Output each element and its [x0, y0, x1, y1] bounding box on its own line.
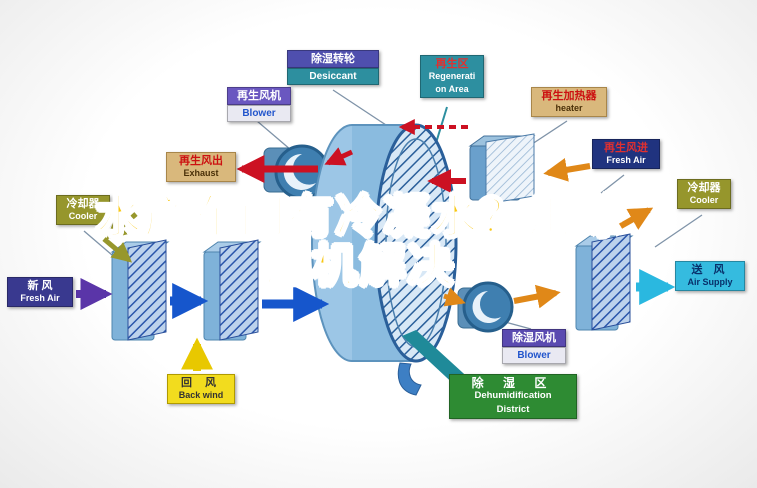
label-fresh-air-left-zh: 新 风	[27, 280, 53, 292]
wheel-to-regen-fan-arrow	[324, 147, 354, 166]
label-air-supply-en: Air Supply	[687, 277, 733, 287]
heat-exchanger-box-left-1	[110, 239, 170, 341]
heat-exchanger-box-left-2	[202, 239, 262, 341]
label-desiccant-wheel-zh: 除湿转轮	[287, 50, 379, 68]
wheel-to-dehumid-fan-arrow	[443, 287, 466, 307]
wheel-bottom-duct	[397, 362, 422, 396]
label-regeneration-area-zh: 再生区	[435, 58, 469, 70]
label-connector-lines	[83, 89, 703, 330]
label-cooler-left-en: Cooler	[68, 211, 98, 221]
label-regen-air-out: 再生风出 Exhaust	[166, 152, 236, 182]
label-desiccant-wheel-en: Desiccant	[287, 68, 379, 85]
label-regen-air-in-en: Fresh Air	[606, 155, 646, 165]
label-dehumid-district-en2: District	[496, 404, 530, 415]
label-regeneration-area-en1: Regenerati	[428, 71, 476, 81]
dehumid-blower-fan	[457, 281, 514, 333]
label-cooler-left-zh: 冷却器	[66, 198, 100, 210]
label-regen-air-in: 再生风进 Fresh Air	[592, 139, 660, 169]
cooler-left-in-arrow	[105, 212, 138, 240]
label-cooler-left: 冷却器 Cooler	[56, 195, 110, 225]
label-cooler-right-en: Cooler	[689, 195, 719, 205]
headline-overlay: 水产车间有冷凝水？用除 湿机解决	[38, 191, 682, 291]
label-regen-air-in-zh: 再生风进	[604, 142, 648, 154]
heat-exchanger-box-right	[574, 233, 634, 331]
label-return-air-zh: 回 风	[180, 377, 222, 389]
label-cooler-right-zh: 冷却器	[687, 182, 721, 194]
label-regen-air-out-zh: 再生风出	[179, 155, 223, 167]
regen-air-in-arrow	[543, 158, 591, 182]
label-dehumid-blower: 除湿风机 Blower	[502, 329, 566, 364]
label-regen-heater: 再生加热器 heater	[531, 87, 607, 117]
label-regeneration-area: 再生区 Regenerati on Area	[420, 55, 484, 98]
headline-line-2: 湿机解决	[263, 240, 456, 291]
regen-heater-box	[468, 133, 536, 205]
label-fresh-air-left-en: Fresh Air	[20, 293, 60, 303]
label-regen-blower-en: Blower	[227, 105, 291, 122]
label-regen-heater-en: heater	[555, 103, 583, 113]
label-air-supply-zh: 送 风	[691, 264, 729, 276]
label-regen-blower: 再生风机 Blower	[227, 87, 291, 122]
cooler-left-out-arrow	[102, 237, 133, 263]
label-dehumid-blower-en: Blower	[502, 347, 566, 364]
label-return-air: 回 风 Back wind	[167, 374, 235, 404]
label-dehumid-district: 除 湿 区 Dehumidification District	[449, 374, 577, 419]
box-to-cooler-right-arrow	[610, 207, 654, 234]
label-air-supply: 送 风 Air Supply	[675, 261, 745, 291]
label-regeneration-area-en2: on Area	[435, 84, 469, 94]
label-dehumid-district-zh: 除 湿 区	[471, 376, 555, 390]
label-dehumid-blower-zh: 除湿风机	[502, 329, 566, 347]
label-regen-blower-zh: 再生风机	[227, 87, 291, 105]
label-fresh-air-left: 新 风 Fresh Air	[7, 277, 73, 307]
label-desiccant-wheel: 除湿转轮 Desiccant	[287, 50, 379, 85]
label-return-air-en: Back wind	[178, 390, 224, 400]
label-regen-heater-zh: 再生加热器	[541, 90, 597, 102]
label-dehumid-district-en1: Dehumidification	[474, 390, 552, 401]
label-regen-air-out-en: Exhaust	[183, 168, 219, 178]
label-cooler-right: 冷却器 Cooler	[677, 179, 731, 209]
fan-to-box-arrow	[513, 284, 561, 309]
headline-line-1: 水产车间有冷凝水？用除	[95, 191, 624, 242]
